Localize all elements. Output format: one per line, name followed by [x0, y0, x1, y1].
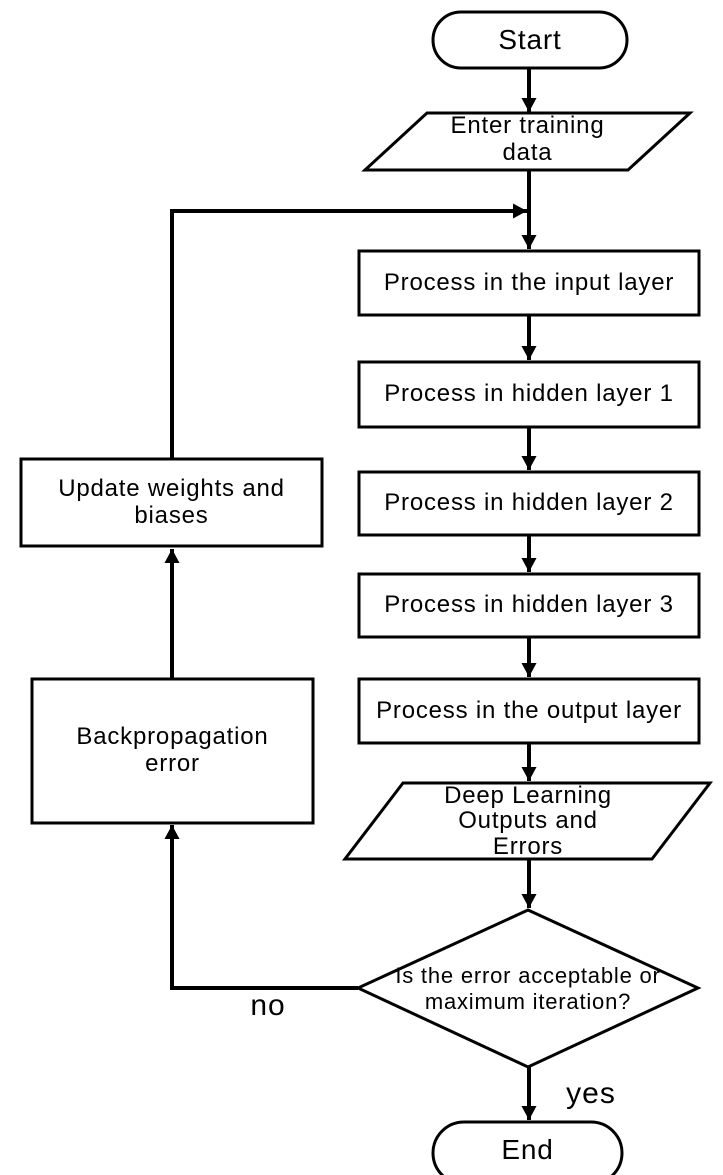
process-hidden-layer-3-box	[357, 572, 701, 639]
end-label: End	[501, 1134, 554, 1166]
update-weights-box	[19, 457, 324, 548]
dl-outputs-line3: Errors	[492, 832, 564, 860]
update-weights-line2: biases	[134, 501, 209, 529]
dl-outputs-errors-parallelogram	[341, 781, 714, 861]
decision-line2: maximum iteration?	[424, 989, 632, 1014]
update-weights-label: Update weights and biases	[21, 459, 322, 546]
start-label: Start	[498, 24, 562, 56]
yes-edge-label: yes	[566, 1077, 616, 1111]
backpropagation-error-box	[30, 677, 315, 825]
edge-update-weights-feedback-loop	[170, 203, 527, 459]
decision-line1: Is the error acceptable or	[395, 963, 661, 989]
dl-outputs-line1: Deep Learning	[444, 781, 612, 809]
backprop-line1: Backpropagation	[76, 723, 269, 751]
backpropagation-error-label: Backpropagation error	[32, 679, 313, 823]
enter-training-data-line1: Enter training	[450, 112, 605, 140]
process-input-layer-box	[357, 249, 701, 317]
start-terminator-shape	[431, 10, 629, 70]
process-hidden-layer-3-label: Process in hidden layer 3	[384, 591, 674, 619]
decision-label: Is the error acceptable or maximum itera…	[368, 950, 688, 1028]
enter-training-data-line2: data	[502, 139, 553, 166]
update-weights-line1: Update weights and	[58, 474, 285, 502]
enter-training-data-parallelogram	[361, 111, 694, 172]
no-edge-label: no	[250, 989, 286, 1023]
end-terminator-shape	[431, 1120, 624, 1175]
enter-training-data-label: Enter training data	[395, 111, 660, 169]
process-hidden-layer-2-box	[357, 470, 701, 537]
process-input-layer-label: Process in the input layer	[383, 268, 675, 296]
dl-outputs-line2: Outputs and	[458, 807, 598, 835]
edge-decision-no-to-backprop	[164, 825, 358, 990]
process-hidden-layer-1-label: Process in hidden layer 1	[384, 380, 674, 408]
process-hidden-layer-2-label: Process in hidden layer 2	[384, 489, 674, 517]
decision-diamond	[354, 908, 702, 1069]
process-hidden-layer-1-box	[357, 360, 701, 429]
dl-outputs-errors-label: Deep Learning Outputs and Errors	[378, 781, 678, 860]
process-output-layer-box	[357, 677, 701, 745]
process-output-layer-label: Process in the output layer	[376, 696, 682, 724]
backprop-line2: error	[145, 750, 200, 777]
